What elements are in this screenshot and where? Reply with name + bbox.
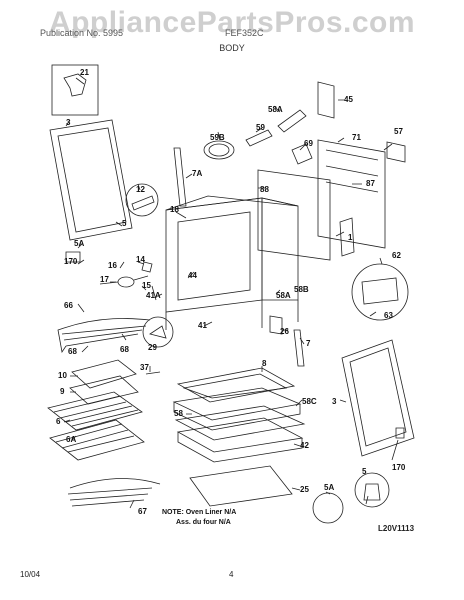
oven-body-side	[261, 197, 299, 301]
label-5Ab: 5A	[324, 483, 334, 492]
label-170b: 170	[392, 463, 406, 472]
label-57: 57	[394, 127, 403, 136]
bake-element-66	[61, 318, 151, 347]
part-12-circle	[125, 183, 159, 217]
label-66: 66	[64, 301, 73, 310]
part-21-bracket	[63, 73, 87, 97]
label-15: 15	[142, 281, 151, 290]
label-29: 29	[148, 343, 157, 352]
page-title: BODY	[219, 43, 245, 53]
label-58B: 58B	[294, 285, 309, 294]
left-side-panel	[49, 119, 133, 241]
label-25: 25	[300, 485, 309, 494]
label-5b: 5	[362, 467, 367, 476]
label-37: 37	[140, 363, 149, 372]
part-59B-dish	[203, 140, 235, 160]
drawer-58C	[174, 405, 306, 441]
label-1: 1	[348, 233, 353, 242]
label-9: 9	[60, 387, 65, 396]
diagram-code: L20V1113	[378, 524, 415, 533]
label-5: 5	[122, 219, 127, 228]
oven-body-top	[165, 195, 299, 211]
label-12: 12	[136, 185, 145, 194]
note-line-1: NOTE: Oven Liner N/A	[162, 509, 236, 516]
part-5A-left	[65, 251, 81, 263]
label-68: 68	[68, 347, 77, 356]
label-26: 26	[280, 327, 289, 336]
right-side-panel	[341, 339, 415, 457]
label-6A: 6A	[66, 435, 76, 444]
label-58C: 58C	[302, 397, 317, 406]
part-59-strip	[245, 129, 273, 147]
broil-element-67	[67, 478, 161, 507]
label-16: 16	[108, 261, 117, 270]
label-17: 17	[100, 275, 109, 284]
broil-pan-10	[71, 359, 137, 389]
part-7A-rail	[173, 147, 187, 207]
label-18: 18	[170, 205, 179, 214]
part-58A-strip	[277, 109, 307, 133]
part-7-rail	[293, 329, 305, 367]
part-41A-screw	[151, 285, 157, 301]
label-21: 21	[80, 68, 89, 77]
label-71: 71	[352, 133, 361, 142]
label-68b: 68	[120, 345, 129, 354]
label-59B: 59B	[210, 133, 225, 142]
label-58A-2: 58A	[276, 291, 291, 300]
model-number: FEF352C	[225, 28, 264, 38]
oven-back-frame	[257, 169, 331, 261]
footer-date: 10/04	[20, 570, 41, 579]
oven-rack-6	[47, 391, 143, 431]
part-45-bracket	[317, 81, 335, 119]
label-7A: 7A	[192, 169, 202, 178]
label-69: 69	[304, 139, 313, 148]
label-87: 87	[366, 179, 375, 188]
label-88: 88	[260, 185, 269, 194]
label-44: 44	[188, 271, 197, 280]
label-41: 41	[198, 321, 207, 330]
label-8: 8	[262, 359, 267, 368]
part-26-rail	[269, 315, 283, 335]
rear-panel	[317, 139, 386, 249]
label-5A: 5A	[74, 239, 84, 248]
label-63: 63	[384, 311, 393, 320]
label-67: 67	[138, 507, 147, 516]
label-14: 14	[136, 255, 145, 264]
drawer-8	[176, 367, 296, 403]
watermark: AppliancePartsPros.com	[48, 6, 416, 39]
label-42: 42	[300, 441, 309, 450]
publication-number: Publication No. 5995	[40, 28, 124, 38]
label-10: 10	[58, 371, 67, 380]
part-5-circle	[354, 472, 390, 508]
label-41A: 41A	[146, 291, 161, 300]
bottom-panel-25	[189, 465, 293, 507]
page-number: 4	[229, 570, 234, 579]
label-58: 58	[174, 409, 183, 418]
note-line-2: Ass. du four N/A	[176, 519, 231, 526]
label-3: 3	[66, 118, 71, 127]
label-7: 7	[306, 339, 311, 348]
part-69-vent	[291, 143, 313, 165]
part-16-sensor	[117, 276, 135, 288]
part-29-circle	[142, 316, 174, 348]
part-1-bracket	[339, 217, 355, 257]
part-37-screw	[145, 371, 161, 375]
label-62: 62	[392, 251, 401, 260]
label-45: 45	[344, 95, 353, 104]
part-57-cover	[386, 141, 406, 163]
label-59: 59	[256, 123, 265, 132]
part-5A-circle	[312, 492, 344, 524]
label-3b: 3	[332, 397, 337, 406]
label-6: 6	[56, 417, 61, 426]
label-170: 170	[64, 257, 78, 266]
part-62-circle	[351, 263, 409, 321]
broil-pan-9	[69, 375, 139, 405]
oven-rack-6A	[49, 419, 145, 461]
label-58A: 58A	[268, 105, 283, 114]
part-14-clip	[141, 261, 153, 273]
part-170-foot	[395, 427, 405, 439]
part-21-box	[51, 64, 99, 116]
